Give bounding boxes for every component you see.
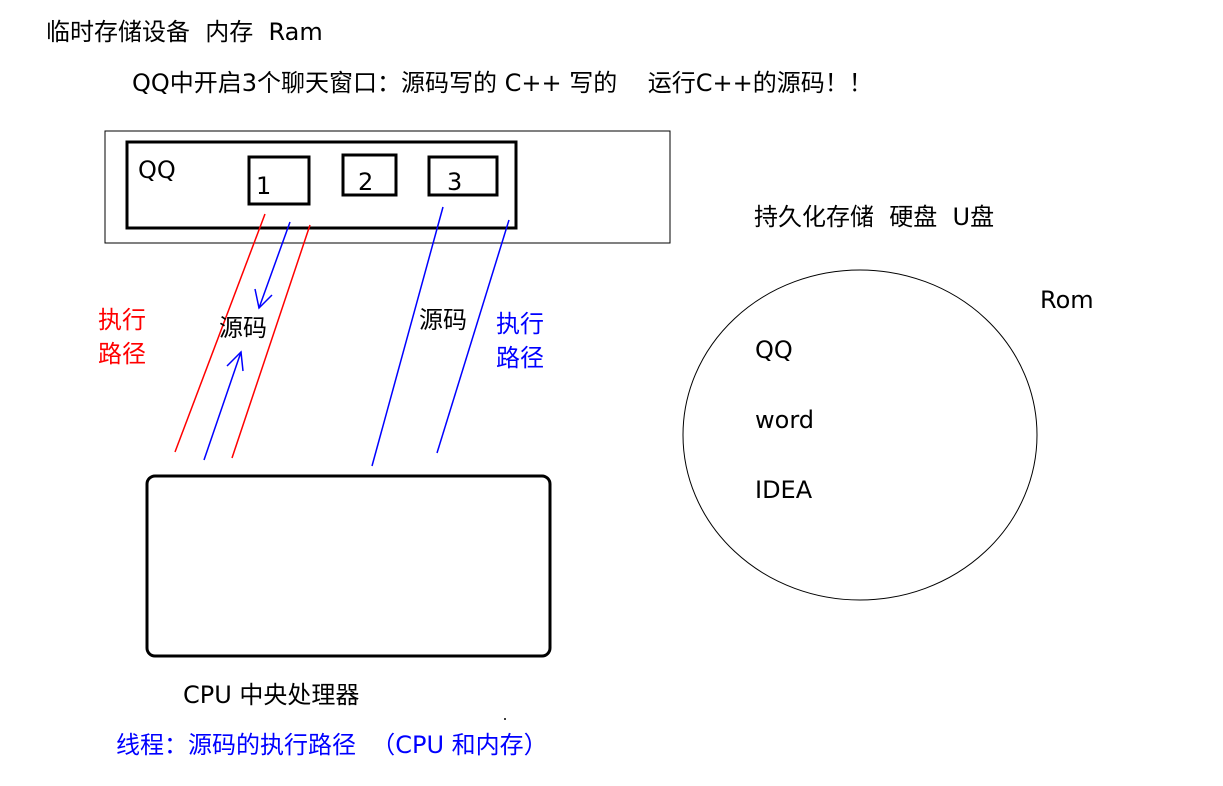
blue-path-line-left [371,206,444,467]
blue-arrow-down-head [254,288,273,310]
cpu-box [145,474,552,658]
qq-window-inner [125,140,518,230]
qq-window-outer [104,130,671,244]
blue-arrow-down-line [258,221,291,309]
temp-storage-title: 临时存储设备 内存 Ram [46,18,323,46]
chat-box-3-label: 3 [447,168,462,196]
chat-box-1 [247,155,311,206]
blue-arrow-up-head [226,350,244,372]
chat-box-2-label: 2 [358,168,373,196]
chat-box-3 [427,155,499,197]
storage-circle [682,269,1038,601]
storage-item-qq: QQ [755,336,793,364]
left-exec-label-2: 路径 [98,340,146,368]
rom-label: Rom [1040,286,1094,314]
red-path-line-left [174,213,266,453]
left-source-label: 源码 [219,314,267,342]
qq-window-label: QQ [138,156,176,184]
chat-box-2 [341,153,398,197]
chat-box-1-label: 1 [256,172,271,200]
thread-note: 线程：源码的执行路径 （CPU 和内存） [116,731,548,759]
blue-path-line-right [436,219,510,454]
blue-arrow-up-line [203,351,242,461]
right-exec-label-2: 路径 [496,344,544,372]
right-exec-label-1: 执行 [496,310,544,338]
red-path-line-right [231,224,311,459]
stray-dot [504,718,506,720]
left-exec-label-1: 执行 [98,306,146,334]
right-source-label: 源码 [419,306,467,334]
storage-item-word: word [755,406,814,434]
storage-item-idea: IDEA [755,476,813,504]
persistent-storage-title: 持久化存储 硬盘 U盘 [754,203,994,231]
qq-chat-note: QQ中开启3个聊天窗口：源码写的 C++ 写的 运行C++的源码！！ [132,69,873,97]
cpu-label: CPU 中央处理器 [183,681,359,709]
